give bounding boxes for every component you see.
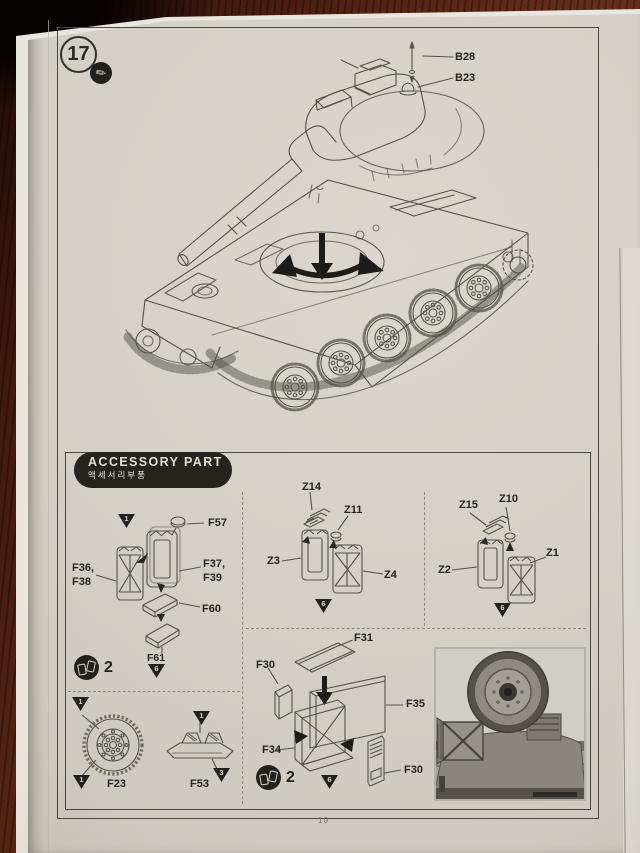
part-label-z15: Z15 <box>459 499 478 511</box>
accessory-title-korean: 액세서리부품 <box>88 470 147 480</box>
z-group-a-drawing <box>281 491 384 594</box>
reference-photo-inset <box>434 647 586 801</box>
accessory-part-header: ACCESSORY PART 액세서리부품 <box>74 452 232 488</box>
part-label-z2: Z2 <box>438 564 451 576</box>
quantity-value: 2 <box>286 769 295 786</box>
part-label-f53: F53 <box>190 778 209 790</box>
part-label-f61: F61 <box>147 652 166 664</box>
divider-horizontal-middle <box>246 628 586 629</box>
jerrycan-group-drawing <box>95 516 205 655</box>
accessory-part-box <box>65 452 591 810</box>
quantity-badge-icon <box>74 655 99 680</box>
divider-horizontal-left <box>68 691 240 692</box>
facing-page-edge <box>623 248 640 853</box>
part-label-f23: F23 <box>107 778 126 790</box>
part-label-f30-right: F30 <box>404 764 423 776</box>
divider-vertical-right <box>424 492 425 626</box>
hobby-knife-icon: ✎ <box>90 62 112 84</box>
wheel-track-group-drawing <box>79 714 234 779</box>
part-label-b28: B28 <box>455 51 476 63</box>
part-label-z10: Z10 <box>499 493 518 505</box>
under-page-edge-line <box>48 20 49 853</box>
part-label-z11: Z11 <box>344 504 363 516</box>
z-group-b-drawing <box>451 506 547 604</box>
stowage-box-group-drawing <box>267 639 403 787</box>
part-label-f30-left: F30 <box>256 659 275 671</box>
part-label-f60: F60 <box>202 603 221 615</box>
part-label-f37-f39: F37, F39 <box>203 558 226 584</box>
part-label-z4: Z4 <box>384 569 397 581</box>
part-label-z3: Z3 <box>267 555 280 567</box>
tank-illustration <box>123 41 534 412</box>
part-label-f31: F31 <box>354 632 373 644</box>
part-label-f36-f38: F36, F38 <box>72 562 95 588</box>
accessory-title: ACCESSORY PART <box>88 455 223 469</box>
part-label-f57: F57 <box>208 517 227 529</box>
page-number: 10 <box>318 816 329 825</box>
divider-vertical-left <box>242 492 243 804</box>
step-number-badge: 17 <box>60 36 97 73</box>
part-label-b23: B23 <box>455 72 476 84</box>
part-label-z1: Z1 <box>546 547 559 559</box>
part-label-f35: F35 <box>406 698 425 710</box>
quantity-value: 2 <box>104 659 113 676</box>
step-frame-border <box>57 27 599 819</box>
step-number: 17 <box>67 43 90 65</box>
quantity-badge-icon <box>256 765 281 790</box>
part-label-f34: F34 <box>262 744 281 756</box>
part-label-z14: Z14 <box>302 481 321 493</box>
